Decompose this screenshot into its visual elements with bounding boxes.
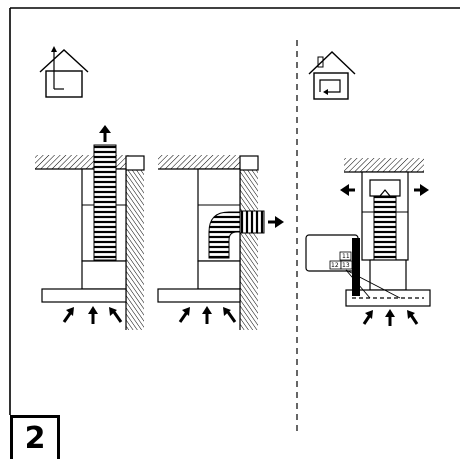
airflow-left-arrow <box>340 184 349 196</box>
intake-arrows <box>62 306 123 324</box>
intake-arrows <box>178 306 237 324</box>
intake-arrows <box>362 309 419 326</box>
hood-canopy <box>41 288 127 303</box>
hood-vertical-exhaust <box>35 125 145 330</box>
ceiling <box>344 158 424 172</box>
frame-border <box>9 7 460 415</box>
wall <box>240 170 258 330</box>
step-number: 2 <box>10 415 60 459</box>
deflector <box>369 179 401 197</box>
code-12: 12 <box>331 262 339 269</box>
wall <box>126 170 144 330</box>
code-11: 11 <box>342 253 350 260</box>
airflow-right-arrow <box>420 184 429 196</box>
hood-rear-exhaust <box>157 155 284 330</box>
hood-canopy <box>157 288 241 303</box>
airflow-right-arrow <box>275 216 284 228</box>
house-exhaust-icon <box>39 46 89 98</box>
house-recirculate-icon <box>308 51 356 100</box>
flex-duct <box>93 144 117 261</box>
hood-recirculation: 11 12 13 <box>305 158 431 326</box>
airflow-up-arrow <box>99 125 111 133</box>
flex-duct <box>373 195 397 267</box>
ceiling <box>158 155 240 169</box>
code-13: 13 <box>342 262 350 269</box>
